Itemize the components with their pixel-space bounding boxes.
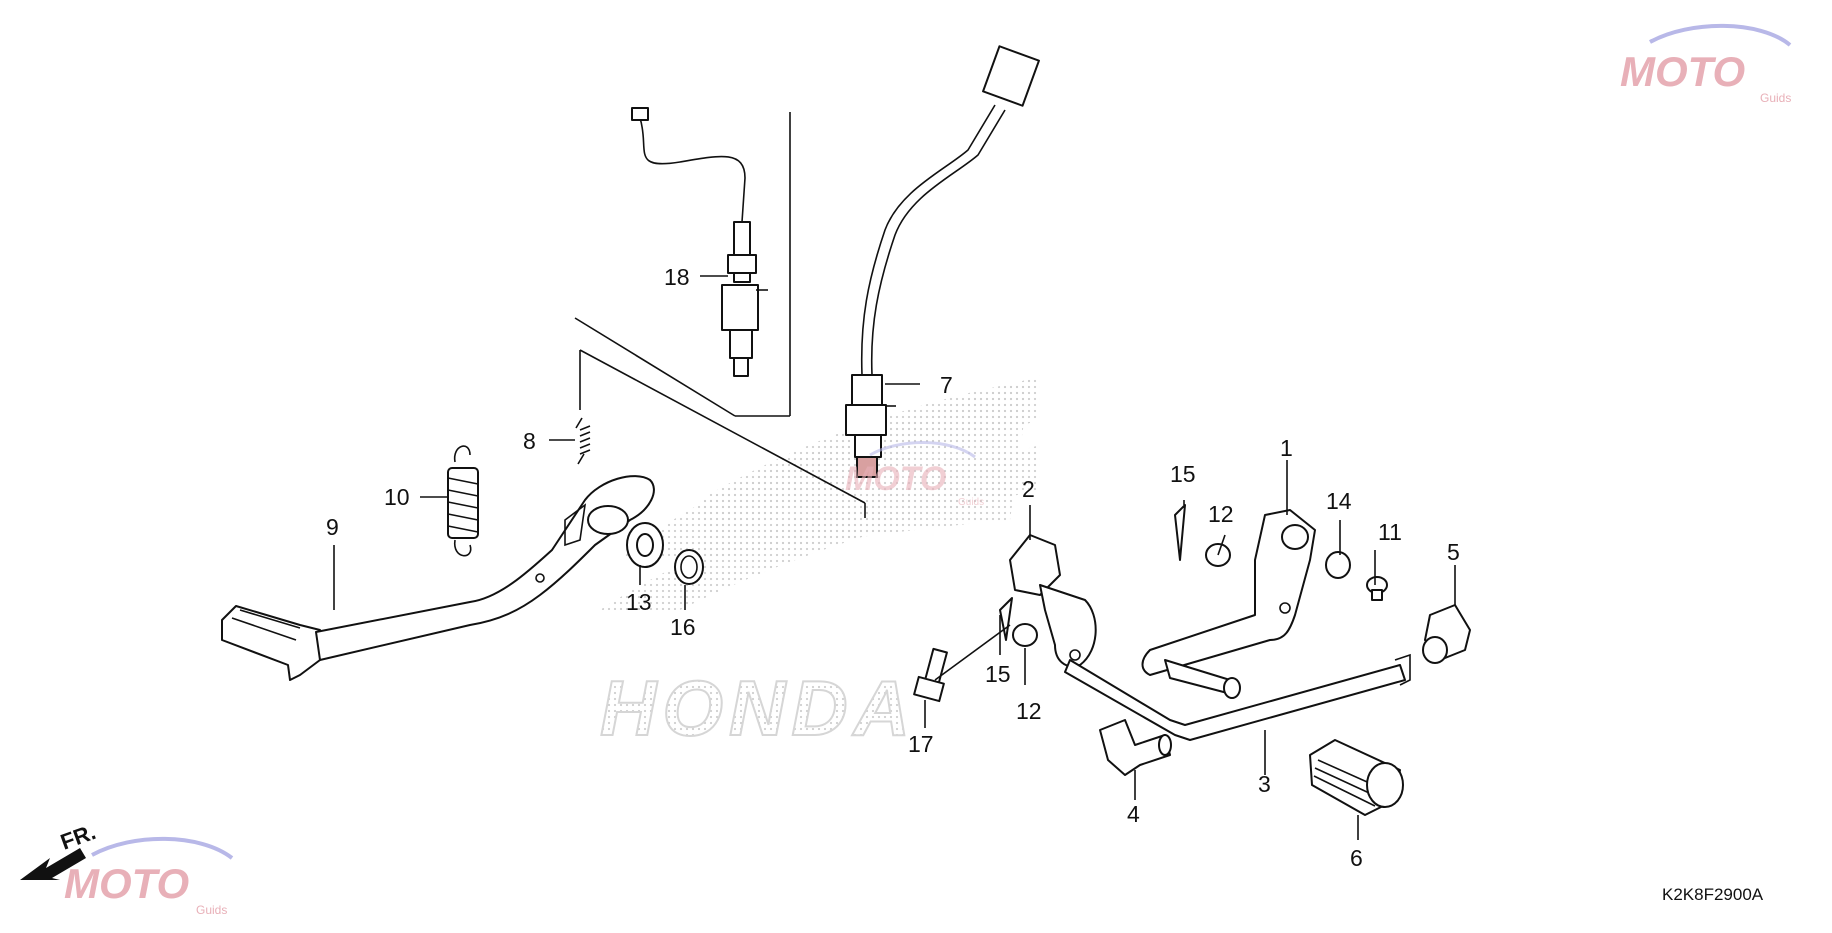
- circlip-16: [674, 549, 704, 585]
- callout-4: 4: [1127, 801, 1140, 827]
- washer-12a: [1012, 623, 1038, 647]
- logo-sub-top: Guids: [1760, 91, 1791, 105]
- logo-word-center: MOTO: [845, 460, 946, 498]
- callout-16: 16: [670, 614, 696, 640]
- callout-8: 8: [523, 428, 536, 454]
- shift-pedal-1: [1141, 509, 1316, 699]
- leader-lines: [333, 275, 1456, 840]
- callout-15b: 15: [985, 661, 1011, 687]
- callout-12a: 12: [1208, 501, 1234, 527]
- cotter-pin-15a: [999, 597, 1013, 641]
- moto-guids-logo-bottom: MOTO Guids: [64, 836, 234, 917]
- bolt-11: [1366, 576, 1388, 601]
- shift-rod-3: [1064, 653, 1411, 741]
- callout-10: 10: [384, 484, 410, 510]
- callout-7: 7: [940, 372, 953, 398]
- brake-pedal-9: [221, 475, 655, 681]
- logo-word-bottom: MOTO: [64, 860, 189, 907]
- washer-14: [1325, 551, 1351, 579]
- joint-5: [1422, 604, 1471, 664]
- callout-6: 6: [1350, 845, 1363, 871]
- callouts: 1 2 3 4 5 6 7 8 9 10 11 12 12 13 14 15 1…: [326, 264, 1460, 871]
- o2-sensor-18: [631, 107, 768, 377]
- spring-10: [447, 445, 479, 557]
- spring-8: [575, 417, 591, 465]
- callout-13: 13: [626, 589, 652, 615]
- moto-guids-logo-center: MOTO Guids: [845, 441, 984, 508]
- washer-13: [626, 522, 664, 568]
- honda-wing-watermark: HONDA: [599, 375, 1040, 753]
- direction-label: FR.: [57, 819, 99, 855]
- logo-sub-center: Guids: [958, 497, 984, 508]
- bolt-17: [913, 647, 948, 703]
- callout-3: 3: [1258, 771, 1271, 797]
- callout-1: 1: [1280, 435, 1293, 461]
- honda-wordmark: HONDA: [600, 664, 916, 752]
- o2-sensor-7: [845, 45, 1040, 478]
- callout-2: 2: [1022, 476, 1035, 502]
- moto-guids-logo-top: MOTO Guids: [1620, 23, 1791, 105]
- callout-5: 5: [1447, 539, 1460, 565]
- joint-4: [1099, 719, 1172, 776]
- logo-word-top: MOTO: [1620, 48, 1745, 95]
- logo-sub-bottom: Guids: [196, 903, 227, 917]
- callout-17: 17: [908, 731, 934, 757]
- inset-frame: [574, 112, 866, 518]
- callout-14: 14: [1326, 488, 1352, 514]
- callout-18: 18: [664, 264, 690, 290]
- footpeg-rubber-6: [1309, 739, 1404, 816]
- cotter-pin-15b: [1174, 504, 1186, 561]
- callout-9: 9: [326, 514, 339, 540]
- callout-12b: 12: [1016, 698, 1042, 724]
- callout-15a: 15: [1170, 461, 1196, 487]
- callout-11: 11: [1378, 519, 1402, 545]
- diagram-code: K2K8F2900A: [1662, 885, 1764, 904]
